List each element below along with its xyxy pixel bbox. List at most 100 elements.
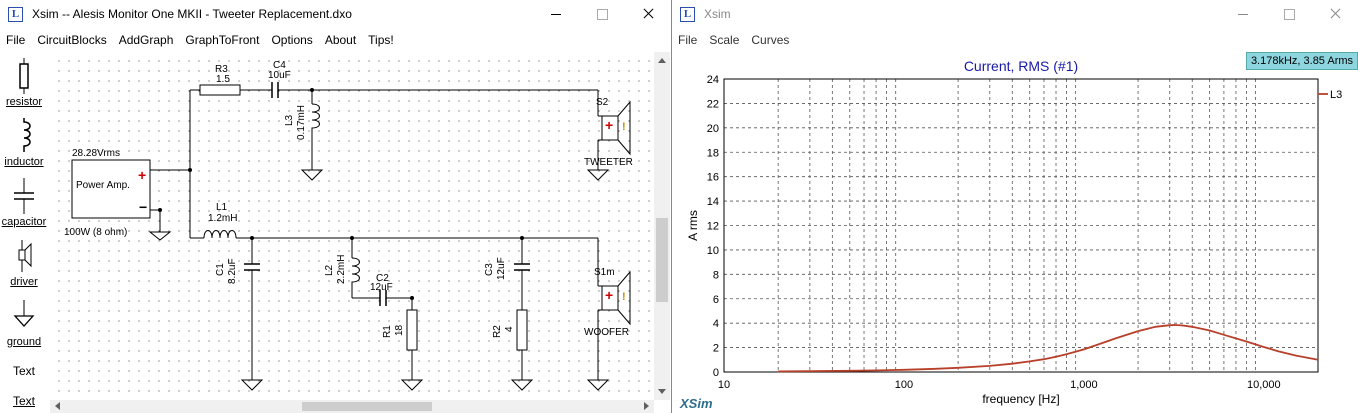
source-voltage: 28.28Vrms — [72, 148, 120, 159]
palette-ground[interactable]: ground — [0, 296, 48, 354]
close-button[interactable] — [1312, 0, 1358, 28]
graph-menubar: File Scale Curves — [672, 30, 1358, 50]
xsim-brand-logo: XSim — [680, 396, 713, 411]
ground-symbol — [300, 169, 324, 181]
minimize-button[interactable] — [1220, 0, 1266, 28]
y-tick-label: 24 — [707, 74, 719, 86]
s1-name: S1m — [594, 267, 615, 278]
palette-capacitor[interactable]: capacitor — [0, 176, 48, 234]
menu-circuitblocks[interactable]: CircuitBlocks — [37, 33, 107, 47]
menu-curves[interactable]: Curves — [751, 33, 790, 47]
c3-value: 12uF — [496, 257, 507, 280]
window-title: Xsim — [704, 7, 731, 21]
minimize-button[interactable] — [533, 0, 579, 28]
menu-about[interactable]: About — [324, 33, 357, 47]
cursor-readout: 3.178kHz, 3.85 Arms — [1246, 52, 1358, 70]
palette-label: driver — [10, 276, 38, 288]
l2-value: 2.2mH — [336, 255, 347, 284]
inductor-l3[interactable] — [311, 103, 320, 170]
close-button[interactable] — [625, 0, 671, 28]
chart-title: Current, RMS (#1) — [964, 58, 1078, 74]
menu-file[interactable]: File — [6, 33, 26, 47]
y-tick-label: 22 — [707, 98, 719, 110]
maximize-button[interactable] — [1266, 0, 1312, 28]
vertical-scrollbar[interactable] — [654, 52, 670, 400]
c2-name: C2 — [376, 273, 389, 284]
palette-text-tool[interactable]: Text — [0, 364, 48, 386]
ground-symbol — [510, 379, 534, 391]
menu-graphtofront[interactable]: GraphToFront — [185, 33, 260, 47]
inductor-l1[interactable] — [203, 230, 237, 239]
l3-value: 0.17mH — [296, 105, 307, 140]
horizontal-scrollbar[interactable] — [50, 400, 654, 413]
inductor-l2[interactable] — [351, 257, 360, 298]
ground-symbol — [240, 379, 264, 391]
xsim-app-icon: L — [680, 6, 695, 22]
l2-name: L2 — [324, 264, 335, 276]
y-tick-label: 12 — [707, 221, 719, 233]
resistor-r1[interactable] — [406, 309, 418, 351]
l1-name: L1 — [216, 202, 228, 213]
y-tick-label: 8 — [713, 269, 719, 281]
resistor-r3[interactable] — [199, 84, 241, 96]
scroll-down-arrow-icon[interactable] — [658, 389, 666, 394]
palette-label: capacitor — [1, 216, 47, 228]
y-tick-label: 16 — [707, 172, 719, 184]
palette-text-tool[interactable]: Text — [0, 394, 48, 412]
scroll-left-arrow-icon[interactable] — [55, 402, 60, 410]
series-line-l3 — [778, 324, 1319, 373]
ground-symbol — [148, 231, 172, 241]
component-palette: resistor inductor capacitor driver groun… — [0, 52, 48, 413]
y-tick-label: 6 — [713, 294, 719, 306]
circuit-window: L Xsim -- Alesis Monitor One MKII - Twee… — [0, 0, 672, 413]
power-amp-block[interactable] — [71, 159, 151, 219]
y-tick-label: 10 — [707, 245, 719, 257]
menu-tips[interactable]: Tips! — [368, 33, 394, 47]
horizontal-scroll-thumb[interactable] — [302, 402, 432, 411]
source-minus: − — [139, 199, 147, 215]
y-tick-label: 4 — [713, 318, 719, 330]
driver-icon — [18, 240, 32, 272]
driver-s1[interactable] — [601, 285, 619, 311]
y-tick-label: 20 — [707, 123, 719, 135]
menu-scale[interactable]: Scale — [709, 33, 740, 47]
r2-value: 4 — [504, 326, 515, 332]
menu-addgraph[interactable]: AddGraph — [118, 33, 174, 47]
r2-name: R2 — [492, 325, 503, 338]
schematic: + + ! ! 28.28Vrms Power Amp. + − 100W (8… — [64, 60, 633, 391]
resistor-icon — [19, 58, 29, 94]
y-tick-label: 18 — [707, 147, 719, 159]
x-tick-label: 1,000 — [1070, 379, 1098, 391]
svg-text:!: ! — [622, 291, 626, 303]
s2-name: S2 — [596, 97, 609, 108]
x-tick-label: 10,000 — [1247, 379, 1281, 391]
scroll-right-arrow-icon[interactable] — [644, 402, 649, 410]
r1-name: R1 — [382, 325, 393, 338]
circuit-window-titlebar[interactable]: L Xsim -- Alesis Monitor One MKII - Twee… — [0, 0, 671, 28]
scroll-up-arrow-icon[interactable] — [658, 58, 666, 63]
palette-inductor[interactable]: inductor — [0, 116, 48, 174]
l1-value: 1.2mH — [208, 213, 237, 224]
resistor-r2[interactable] — [516, 309, 528, 351]
palette-resistor[interactable]: resistor — [0, 56, 48, 114]
window-title: Xsim -- Alesis Monitor One MKII - Tweete… — [32, 7, 352, 21]
source-rating: 100W (8 ohm) — [64, 227, 127, 238]
palette-driver[interactable]: driver — [0, 236, 48, 294]
schematic-canvas[interactable]: + + ! ! 28.28Vrms Power Amp. + − 100W (8… — [50, 52, 654, 400]
menu-options[interactable]: Options — [271, 33, 313, 47]
vertical-scroll-thumb[interactable] — [656, 218, 668, 302]
ground-symbol — [586, 169, 610, 181]
driver-s2[interactable] — [601, 115, 619, 141]
svg-text:!: ! — [622, 121, 626, 133]
circuit-menubar: File CircuitBlocks AddGraph GraphToFront… — [0, 30, 671, 50]
r1-value: 18 — [394, 324, 405, 336]
c1-name: C1 — [215, 263, 226, 276]
maximize-button[interactable] — [579, 0, 625, 28]
x-tick-label: 100 — [895, 379, 913, 391]
menu-file[interactable]: File — [678, 33, 698, 47]
graph-window-titlebar[interactable]: L Xsim — [672, 0, 1358, 28]
plot-border — [723, 78, 1319, 373]
x-axis-label: frequency [Hz] — [982, 392, 1059, 406]
